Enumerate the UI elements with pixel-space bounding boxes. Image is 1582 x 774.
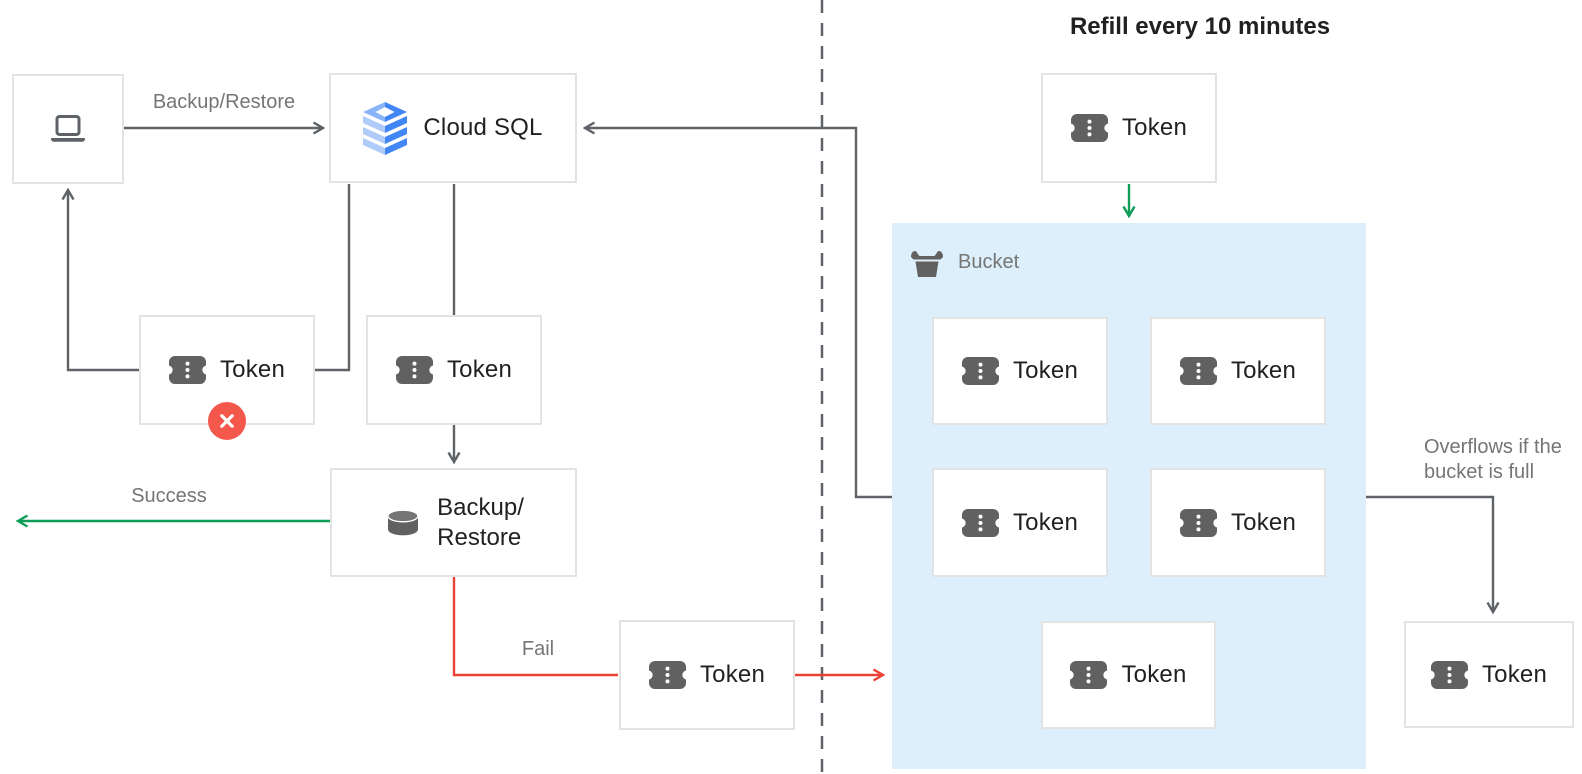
cloud-sql-icon <box>363 101 408 155</box>
token-box-overflow: Token <box>1404 621 1574 728</box>
error-x-icon <box>220 414 234 428</box>
token-label: Token <box>699 661 766 688</box>
token-box-pending: Token <box>366 315 542 425</box>
edge-bucket-to-cloudsql <box>586 128 892 499</box>
token-label: Token <box>1230 508 1297 536</box>
overflow-edge-label-line2: bucket is full <box>1424 461 1535 483</box>
laptop-icon <box>50 114 86 142</box>
database-icon <box>387 508 419 535</box>
error-badge <box>208 402 246 440</box>
fail-edge-label: Fail <box>521 638 555 660</box>
edge-cloudsql-to-rejected-token <box>315 184 351 372</box>
token-label: Token <box>1012 357 1079 384</box>
token-label: Token <box>1121 661 1187 688</box>
token-label: Token <box>1230 357 1297 384</box>
ticket-icon <box>648 661 686 689</box>
ticket-icon <box>1070 114 1108 142</box>
ticket-icon <box>1070 661 1108 689</box>
token-label: Token <box>1012 508 1079 536</box>
backup-restore-box: Backup/ Restore <box>330 468 577 577</box>
success-edge-label: Success <box>131 485 207 507</box>
cloud-sql-box: Cloud SQL <box>329 73 577 183</box>
token-label: Token <box>1121 114 1188 141</box>
ticket-icon <box>395 356 433 384</box>
bucket-token-1: Token <box>932 317 1108 425</box>
token-box-failed: Token <box>619 620 795 730</box>
ticket-icon <box>168 356 206 384</box>
backup-restore-label: Backup/ Restore <box>437 493 524 553</box>
ticket-icon <box>961 508 999 537</box>
token-label: Token <box>1481 660 1548 688</box>
backup-restore-label-line1: Backup/ <box>437 493 524 521</box>
overflow-edge-label: Overflows if the bucket is full <box>1424 435 1582 485</box>
edge-bucket-overflow <box>1366 495 1493 611</box>
backup-restore-edge-label: Backup/Restore <box>152 91 296 113</box>
bucket-icon <box>911 251 943 277</box>
bucket-token-3: Token <box>932 468 1108 577</box>
bucket-token-4: Token <box>1150 468 1326 577</box>
ticket-icon <box>961 357 999 385</box>
refill-title: Refill every 10 minutes <box>1069 13 1331 40</box>
client-box <box>12 74 124 184</box>
token-label: Token <box>446 356 513 383</box>
cloud-sql-label: Cloud SQL <box>423 114 543 141</box>
overflow-edge-label-line1: Overflows if the <box>1424 436 1562 458</box>
ticket-icon <box>1430 660 1468 689</box>
backup-restore-label-line2: Restore <box>437 523 522 551</box>
token-label: Token <box>219 356 286 383</box>
token-box-refill: Token <box>1041 73 1217 183</box>
edge-rejected-token-to-client <box>68 191 139 372</box>
edge-fail <box>452 577 618 677</box>
bucket-header: Bucket <box>910 247 1019 278</box>
ticket-icon <box>1179 508 1217 537</box>
bucket-token-5: Token <box>1041 621 1216 729</box>
bucket-label: Bucket <box>958 251 1020 273</box>
ticket-icon <box>1179 357 1217 385</box>
bucket-token-2: Token <box>1150 317 1326 425</box>
